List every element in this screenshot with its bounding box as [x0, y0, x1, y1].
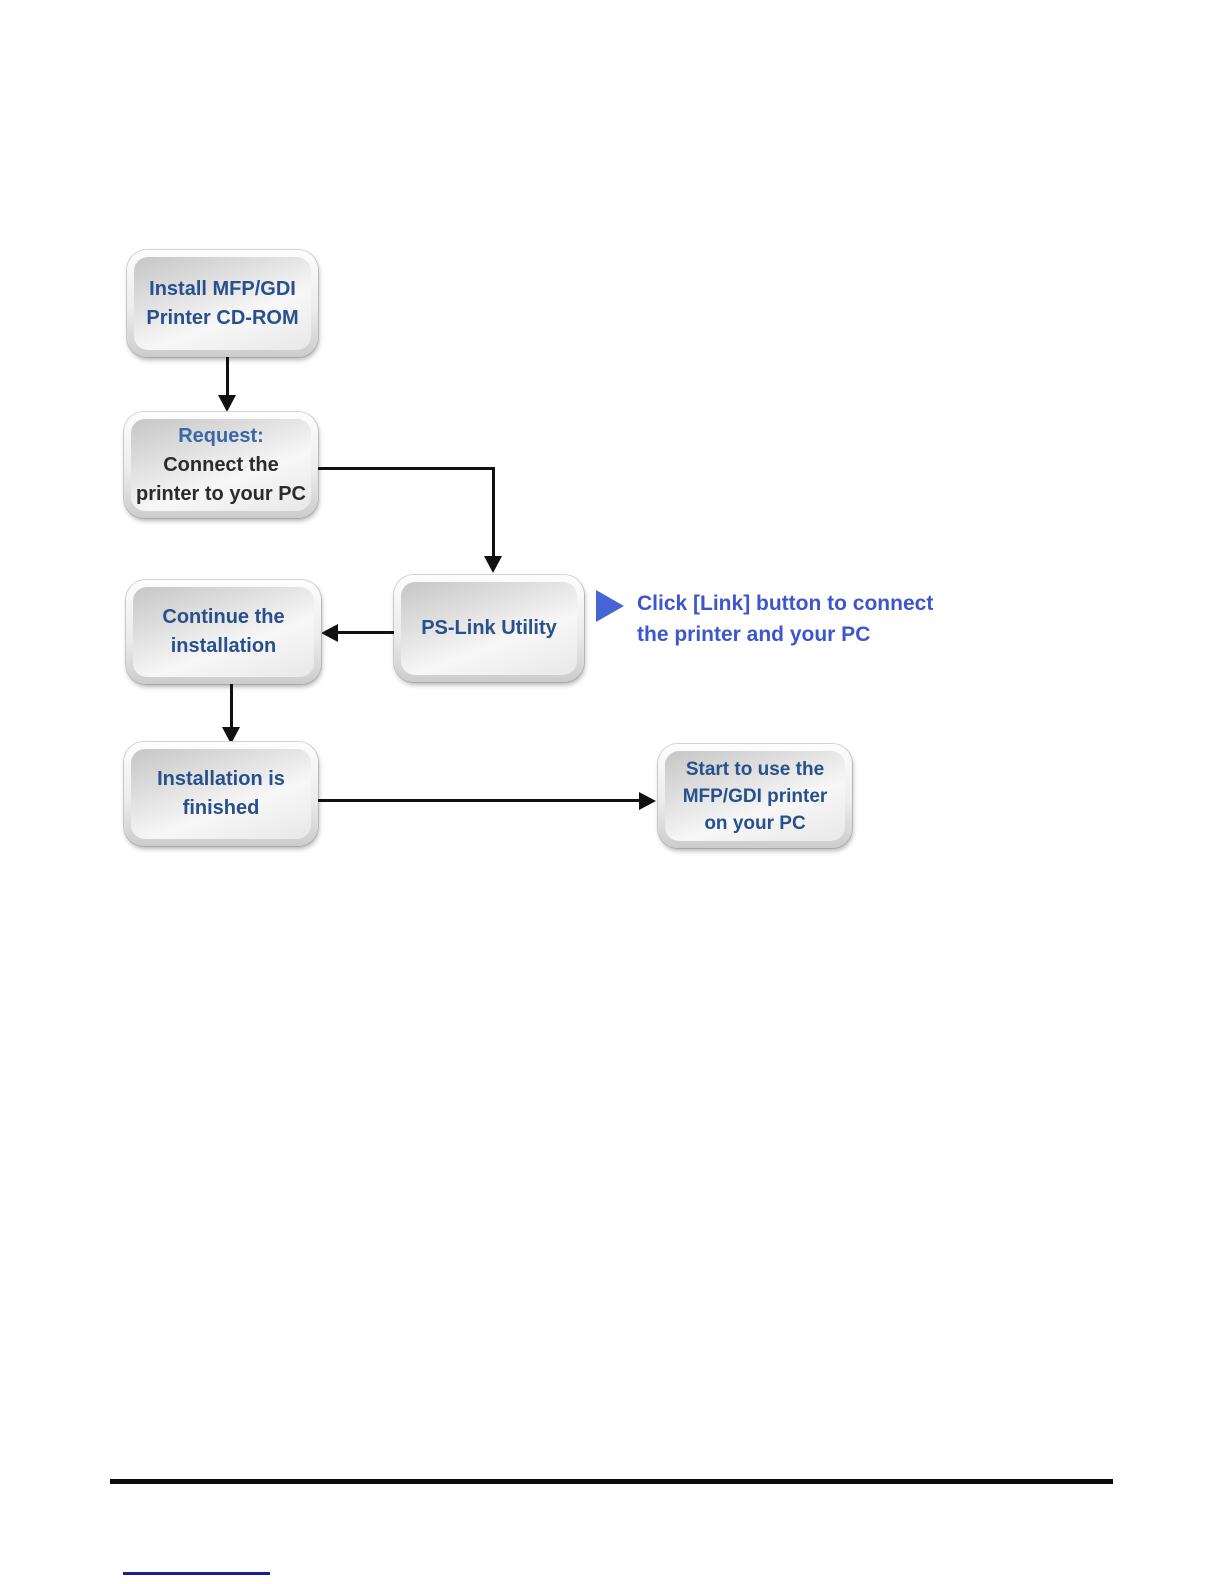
install-box-line2: Printer CD-ROM [146, 306, 299, 329]
arrow-install-to-request-head-icon [218, 395, 236, 412]
flow-box-continue-installation: Continue the installation [126, 580, 321, 684]
flow-box-request-connect: Request: Connect the printer to your PC [124, 412, 318, 518]
start-box-line3: on your PC [704, 812, 806, 834]
connector-request-to-pslink-head-icon [484, 556, 502, 573]
flow-box-request-connect-face: Request: Connect the printer to your PC [131, 419, 311, 511]
request-box-line2: printer to your PC [135, 482, 306, 505]
footer-divider [110, 1479, 1113, 1484]
flow-box-install-cdrom-face: Install MFP/GDI Printer CD-ROM [134, 257, 311, 350]
continue-box-line2: installation [170, 635, 277, 657]
annotation-line2: the printer and your PC [637, 623, 871, 646]
arrow-finished-to-start-head-icon [639, 792, 656, 810]
continue-box-line1: Continue the [162, 606, 285, 628]
arrow-continue-to-finished-head-icon [222, 727, 240, 744]
flow-box-start-using-printer-face: Start to use the MFP/GDI printer on your… [665, 751, 845, 841]
finished-box-line2: finished [182, 797, 260, 819]
annotation-note: Click [Link] button to connect the print… [637, 588, 933, 650]
flow-box-installation-finished-face: Installation is finished [131, 749, 311, 839]
flow-box-pslink-utility: PS-Link Utility [394, 575, 584, 682]
install-box-line1: Install MFP/GDI [149, 277, 296, 300]
flow-box-install-cdrom: Install MFP/GDI Printer CD-ROM [127, 250, 318, 357]
start-box-line1: Start to use the [685, 758, 825, 780]
flow-box-continue-installation-face: Continue the installation [133, 587, 314, 677]
finished-box-line1: Installation is [157, 768, 285, 790]
start-box-line2: MFP/GDI printer [682, 785, 828, 807]
arrow-pslink-to-continue-head-icon [321, 624, 338, 642]
arrow-install-to-request-line [226, 357, 229, 397]
flow-box-installation-finished: Installation is finished [124, 742, 318, 846]
request-box-line1: Connect the [163, 453, 279, 476]
pslink-box-line1: PS-Link Utility [421, 617, 557, 639]
connector-request-to-pslink-vline [492, 467, 495, 558]
annotation-pointer-icon [596, 590, 624, 622]
footer-link-underline[interactable] [123, 1572, 270, 1575]
connector-request-to-pslink-hline [318, 467, 495, 470]
flow-box-pslink-utility-face: PS-Link Utility [401, 582, 577, 675]
flow-box-start-using-printer: Start to use the MFP/GDI printer on your… [658, 744, 852, 848]
arrow-pslink-to-continue-line [336, 631, 394, 634]
annotation-line1: Click [Link] button to connect [637, 592, 934, 615]
arrow-continue-to-finished-line [230, 684, 233, 729]
request-box-title: Request: [178, 424, 264, 447]
arrow-finished-to-start-line [318, 799, 640, 802]
